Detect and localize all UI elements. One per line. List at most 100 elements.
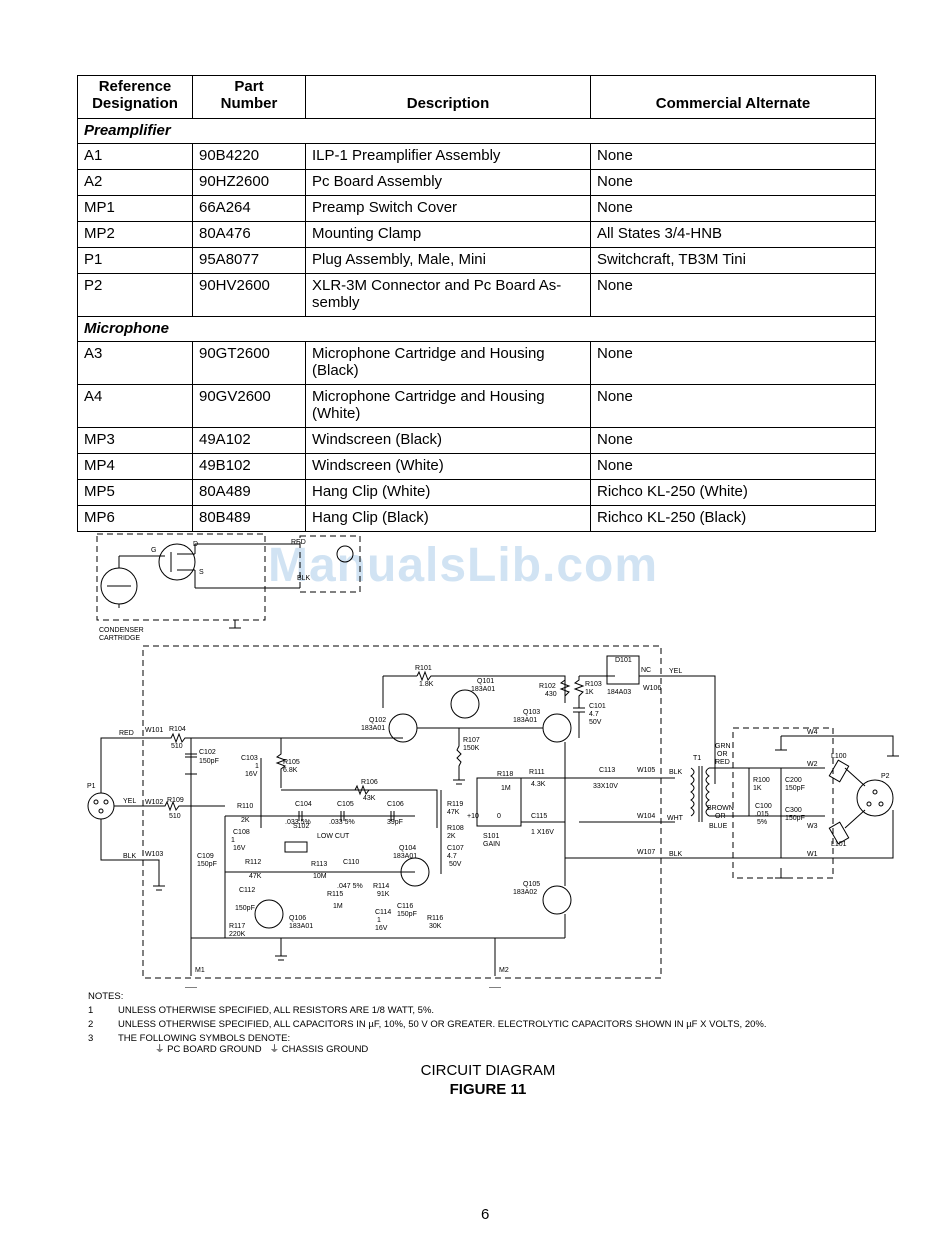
red2-label: RED xyxy=(715,759,730,766)
c200-label: C200 xyxy=(785,777,802,784)
m1-label: M1 xyxy=(195,967,205,974)
or1-label: OR xyxy=(717,751,728,758)
cell-reference: A1 xyxy=(77,143,193,170)
q101-value: 183A01 xyxy=(471,686,495,693)
cell-description: Plug Assembly, Male, Mini xyxy=(305,247,591,274)
q106-value: 183A01 xyxy=(289,923,313,930)
blue-label: BLUE xyxy=(709,823,728,830)
r109-label: R109 xyxy=(167,797,184,804)
blk-out-label: BLK xyxy=(669,769,683,776)
q105-value: 183A02 xyxy=(513,889,537,896)
r114-label: R114 xyxy=(373,883,389,890)
chassis-ground-icon: ⏚ xyxy=(269,1044,280,1055)
watermark: ManualsLib.com xyxy=(268,539,659,592)
cell-reference: A4 xyxy=(77,384,193,428)
r100-label: R100 xyxy=(753,777,770,784)
p2-label: P2 xyxy=(881,773,890,780)
cell-alternate: None xyxy=(590,341,876,385)
r117-value: 220K xyxy=(229,931,246,938)
c103-value1: 1 xyxy=(255,763,259,770)
c115-value: 1 X16V xyxy=(531,829,554,836)
caption-figure: FIGURE 11 xyxy=(449,1081,527,1098)
cell-part-number: 80A476 xyxy=(192,221,306,248)
header-description: Description xyxy=(305,75,591,119)
r105-value: 6.8K xyxy=(283,767,298,774)
cell-description: Preamp Switch Cover xyxy=(305,195,591,222)
r108-value: 2K xyxy=(447,833,456,840)
s101-label: S101 xyxy=(483,833,499,840)
c103-label: C103 xyxy=(241,755,258,762)
cell-description: ILP-1 Preamplifier Assembly xyxy=(305,143,591,170)
cell-alternate: None xyxy=(590,384,876,428)
blk-wire-label: BLK xyxy=(123,853,137,860)
q104-value: 183A01 xyxy=(393,853,417,860)
cell-alternate: None xyxy=(590,169,876,196)
w1-label: W1 xyxy=(807,851,818,858)
cell-alternate: None xyxy=(590,427,876,454)
cell-alternate: None xyxy=(590,273,876,317)
cell-reference: MP2 xyxy=(77,221,193,248)
red-wire-label: RED xyxy=(119,730,134,737)
cell-part-number: 95A8077 xyxy=(192,247,306,274)
c108-value2: 16V xyxy=(233,845,246,852)
r103-label: R103 xyxy=(585,681,602,688)
c106-value: 39pF xyxy=(387,819,403,826)
r111-value: 4.3K xyxy=(531,781,546,788)
cell-reference: MP1 xyxy=(77,195,193,222)
ground-legend: ⏚ PC BOARD GROUND ⏚ CHASSIS GROUND xyxy=(155,1041,368,1055)
top-red-label: RED xyxy=(291,539,306,546)
cell-alternate: None xyxy=(590,195,876,222)
w102-label: W102 xyxy=(145,799,163,806)
c102-label: C102 xyxy=(199,749,216,756)
q106-label: Q106 xyxy=(289,915,306,922)
c105-value: .033 5% xyxy=(329,819,355,826)
c300-label: C300 xyxy=(785,807,802,814)
q102-label: Q102 xyxy=(369,717,386,724)
chassis-ground-label: CHASSIS GROUND xyxy=(281,1044,369,1055)
r111-label: R111 xyxy=(529,769,545,776)
pc-ground-icon: ⏚ xyxy=(155,1044,165,1055)
c101-value1: 4.7 xyxy=(589,711,599,718)
c114-label: C114 xyxy=(375,909,391,916)
q103-value: 183A01 xyxy=(513,717,537,724)
cell-part-number: 90HZ2600 xyxy=(192,169,306,196)
r112-label: R112 xyxy=(245,859,261,866)
c100-label: C100 xyxy=(755,803,772,810)
c108-value1: 1 xyxy=(231,837,235,844)
w2-label: W2 xyxy=(807,761,818,768)
jfet-gate-label: G xyxy=(151,547,156,554)
w105-label: W105 xyxy=(637,767,655,774)
r102-value: 430 xyxy=(545,691,557,698)
r101-label: R101 xyxy=(415,665,432,672)
r118-value: 1M xyxy=(501,785,511,792)
page-number: 6 xyxy=(481,1206,490,1223)
cell-part-number: 80B489 xyxy=(192,505,306,532)
r102-label: R102 xyxy=(539,683,556,690)
r119-value: 47K xyxy=(447,809,460,816)
r113-label: R113 xyxy=(311,861,327,868)
c101-value2: 50V xyxy=(589,719,602,726)
grn-label: GRN xyxy=(715,743,731,750)
c101-label: C101 xyxy=(589,703,606,710)
cell-alternate: All States 3/4-HNB xyxy=(590,221,876,248)
q102-value: 183A01 xyxy=(361,725,385,732)
s101-zero-label: 0 xyxy=(497,813,501,820)
r103-value: 1K xyxy=(585,689,594,696)
c109-value: 150pF xyxy=(197,861,217,868)
r109-value: 510 xyxy=(169,813,181,820)
t1-label: T1 xyxy=(693,755,701,762)
c112-label: C112 xyxy=(239,887,255,894)
d101-nc-label: NC xyxy=(641,667,651,674)
cell-part-number: 90B4220 xyxy=(192,143,306,170)
r104-value: 510 xyxy=(171,743,183,750)
c100-value1: .015 xyxy=(755,811,769,818)
